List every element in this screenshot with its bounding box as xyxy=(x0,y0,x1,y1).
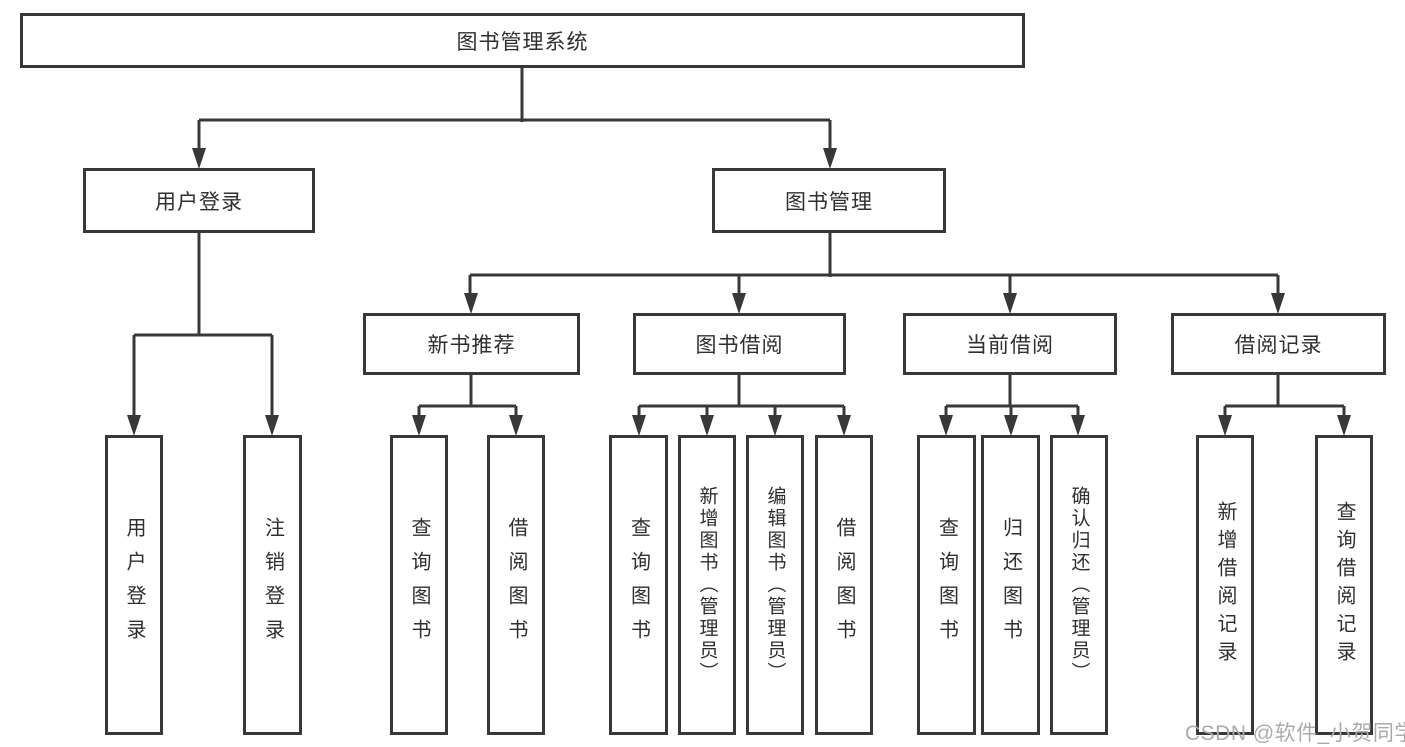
node-label: 借阅图书 xyxy=(505,517,527,653)
node-label: 查询图书 xyxy=(935,517,958,653)
leaf-add-books-admin: 新增图书（管理员） xyxy=(678,435,736,735)
leaf-logout: 注销登录 xyxy=(243,435,302,735)
leaf-query-books-borrowing: 查询图书 xyxy=(609,435,668,735)
node-label: 新增图书（管理员） xyxy=(696,486,718,684)
node-label: 用户登录 xyxy=(123,517,145,653)
leaf-query-books-current: 查询图书 xyxy=(917,435,976,735)
node-label: 用户登录 xyxy=(155,190,243,214)
node-label: 图书管理 xyxy=(785,190,873,214)
node-label: 查询图书 xyxy=(408,517,430,653)
leaf-return-books: 归还图书 xyxy=(981,435,1040,735)
node-book-borrowing: 图书借阅 xyxy=(633,313,846,375)
node-label: 借阅记录 xyxy=(1234,334,1323,357)
node-user-login: 用户登录 xyxy=(83,168,315,233)
node-label: 新增借阅记录 xyxy=(1214,501,1236,669)
node-book-management: 图书管理 xyxy=(712,168,946,233)
leaf-edit-books-admin: 编辑图书（管理员） xyxy=(746,435,804,735)
node-label: 图书借阅 xyxy=(695,334,784,357)
node-label: 注销登录 xyxy=(261,517,284,653)
leaf-borrow-books-recommend: 借阅图书 xyxy=(487,435,545,735)
node-label: 查询借阅记录 xyxy=(1333,501,1355,669)
node-label: 图书管理系统 xyxy=(456,30,589,54)
leaf-confirm-return-admin: 确认归还（管理员） xyxy=(1050,435,1108,735)
node-label: 借阅图书 xyxy=(833,517,855,653)
node-label: 新书推荐 xyxy=(427,334,516,357)
csdn-watermark: CSDN @软件_小贺同学 xyxy=(1185,722,1405,745)
node-label: 确认归还（管理员） xyxy=(1068,486,1090,684)
node-library-management-system: 图书管理系统 xyxy=(20,13,1025,68)
node-label: 查询图书 xyxy=(627,517,650,653)
node-label: 编辑图书（管理员） xyxy=(764,486,786,684)
leaf-query-borrow-record: 查询借阅记录 xyxy=(1315,435,1373,735)
node-borrowing-records: 借阅记录 xyxy=(1171,313,1386,375)
node-label: 当前借阅 xyxy=(966,334,1054,357)
node-current-borrowing: 当前借阅 xyxy=(903,313,1117,375)
leaf-query-books-recommend: 查询图书 xyxy=(390,435,448,735)
node-new-book-recommend: 新书推荐 xyxy=(363,313,580,375)
node-label: 归还图书 xyxy=(999,517,1022,653)
leaf-borrow-books-borrowing: 借阅图书 xyxy=(815,435,873,735)
leaf-user-login: 用户登录 xyxy=(105,435,163,735)
leaf-add-borrow-record: 新增借阅记录 xyxy=(1196,435,1254,735)
